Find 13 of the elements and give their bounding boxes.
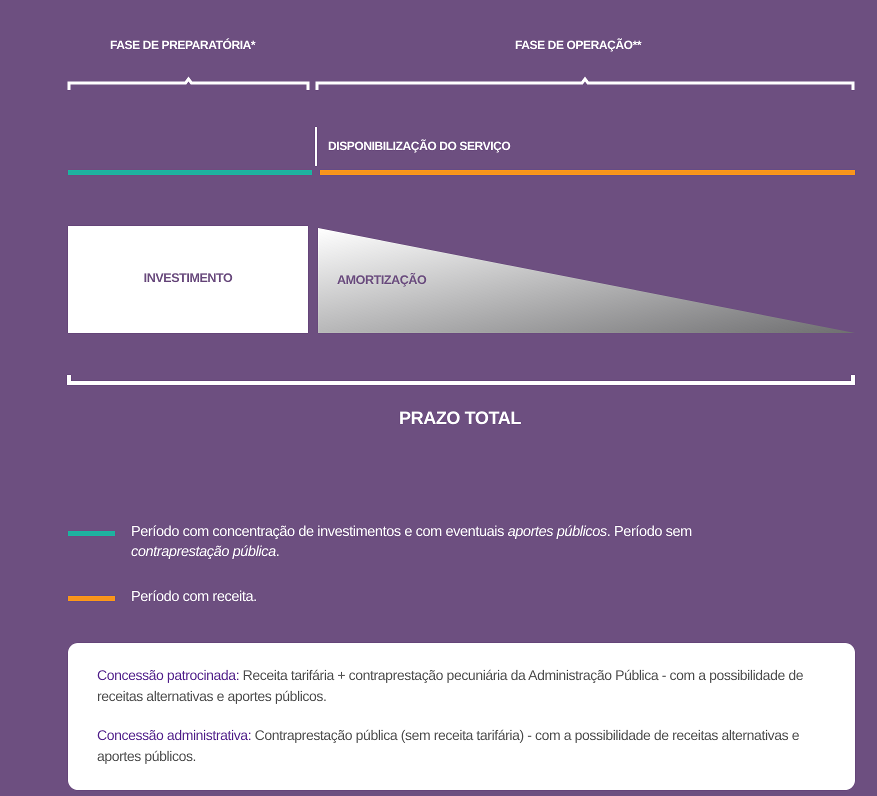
phase-heading: FASE DE PREPARATÓRIA* — [110, 38, 256, 52]
note-paragraph: Concessão patrocinada: Receita tarifária + contraprestação pecuniária da Administração Pública - com a possibilidade de receitas alternativas e aportes públicos. — [97, 666, 804, 706]
phase-heading: FASE DE OPERAÇÃO** — [515, 38, 642, 52]
triangle-label: AMORTIZAÇÃO — [337, 273, 426, 287]
note-paragraph: Concessão administrativa: Contraprestação pública (sem receita tarifária) - com a possibilidade de receitas alternativas e aportes públicos. — [97, 726, 800, 766]
note-card — [68, 643, 855, 790]
legend-text: Período com concentração de investimentos e com eventuais aportes públicos. Período sem contraprestação pública. — [131, 523, 693, 562]
box-label: INVESTIMENTO — [142, 271, 234, 285]
total-term-label: PRAZO TOTAL — [398, 408, 522, 429]
legend-text: Período com receita. — [131, 588, 258, 607]
amortization-triangle — [318, 228, 855, 333]
milestone-label: DISPONIBILIZAÇÃO DO SERVIÇO — [328, 139, 510, 153]
investment-box — [68, 226, 308, 333]
